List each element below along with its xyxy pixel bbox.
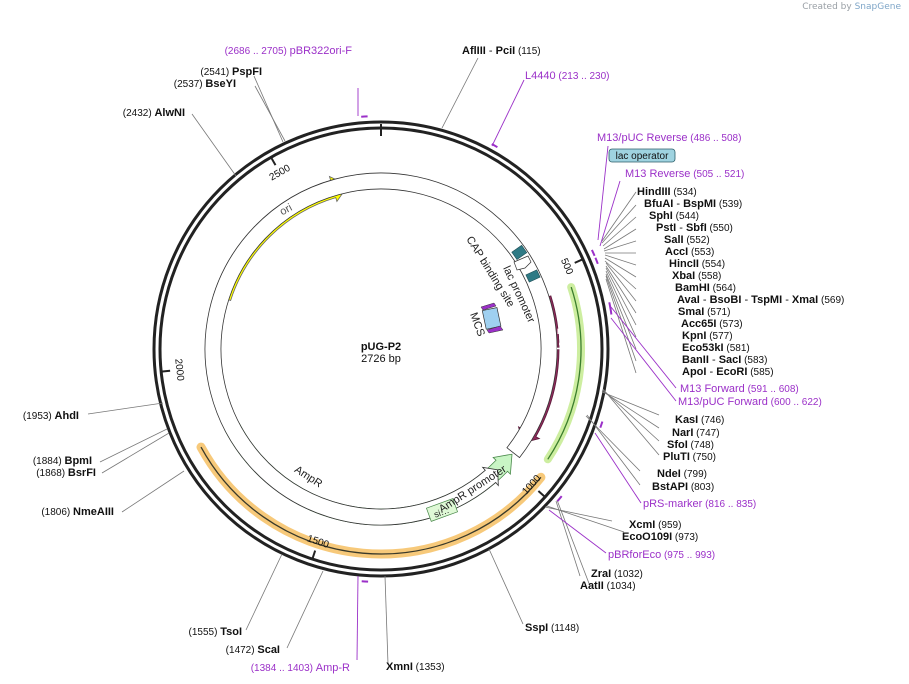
tick-mark [574,258,584,264]
enzyme-site-label[interactable]: BstAPI (803) [652,481,714,493]
enzyme-site-label[interactable]: XmnI (1353) [386,661,445,673]
enzyme-site-label[interactable]: HindIII (534) [637,186,697,198]
signal-sequence-label: si… [433,505,451,520]
snapgene-credit: Created by SnapGene [802,2,901,12]
enzyme-site-label[interactable]: AvaI - BsoBI - TspMI - XmaI (569) [677,294,844,306]
enzyme-site-label[interactable]: PstI - SbfI (550) [656,222,733,234]
enzyme-site-label[interactable]: BamHI (564) [675,282,736,294]
primer-label[interactable]: pBRforEco (975 .. 993) [608,549,715,561]
plasmid-length: 2726 bp [361,353,401,365]
primer-arrow-mcs-top [480,302,497,311]
ampr-backbone-line [200,446,542,555]
primer-label[interactable]: M13/pUC Forward (600 .. 622) [678,396,822,408]
enzyme-site-label[interactable]: SphI (544) [649,210,699,222]
enzyme-site-label[interactable]: (2432) AlwNI [123,107,185,119]
tick-label: 2000 [172,358,185,382]
enzyme-site-label[interactable]: NdeI (799) [657,468,707,480]
enzyme-site-label[interactable]: AflIII - PciI (115) [462,45,541,57]
enzyme-site-label[interactable]: (1884) BpmI [33,455,92,467]
enzyme-site-label[interactable]: SmaI (571) [678,306,730,318]
enzyme-site-label[interactable]: BanII - SacI (583) [682,354,767,366]
ori-label: ori [278,202,294,218]
enzyme-site-label[interactable]: SspI (1148) [525,622,579,634]
enzyme-site-label[interactable]: Acc65I (573) [681,318,743,330]
primer-mark-layer [361,115,613,583]
enzyme-site-label[interactable]: NarI (747) [672,427,720,439]
tick-mark [537,490,546,498]
lac-promoter-arrow[interactable] [513,255,532,271]
enzyme-site-label[interactable]: ApoI - EcoRI (585) [682,366,774,378]
primer-mark [556,495,563,502]
primer-label[interactable]: L4440 (213 .. 230) [525,70,610,82]
primer-mark [491,143,498,149]
primer-mark [590,249,596,257]
backbone [152,120,610,578]
lacz-label: lacZα [556,321,568,350]
enzyme-site-label[interactable]: XcmI (959) [629,519,681,531]
enzyme-site-label[interactable]: XbaI (558) [672,270,721,282]
enzyme-site-label[interactable]: (2537) BseYI [174,78,236,90]
label-layer: (2541) PspFI(2537) BseYI (2432) AlwNI (195… [23,45,844,674]
primer-label[interactable]: M13 Forward (591 .. 608) [680,383,799,395]
tick-label: 2500 [268,163,293,184]
credit-brand: SnapGene [854,2,901,12]
primer-mark [594,257,599,265]
lac-operator-label: lac operator [616,151,669,162]
primer-label[interactable]: M13/pUC Reverse (486 .. 508) [597,132,741,144]
ampr-promoter-label: AmpR promoter [437,463,509,516]
backbone-outer [152,120,610,578]
enzyme-site-label[interactable]: KasI (746) [675,414,724,426]
tick-mark [311,550,317,560]
tick-mark [161,369,171,373]
enzyme-site-label[interactable]: ZraI (1032) [591,568,643,580]
primer-label[interactable]: (2686 .. 2705) pBR322ori-F [225,45,353,57]
enzyme-site-label[interactable]: SfoI (748) [667,439,714,451]
credit-prefix: Created by [802,2,852,12]
leader-lines [87,57,660,665]
enzyme-site-label[interactable]: (1953) AhdI [23,410,79,422]
primer-arrow-mcs-bottom [486,325,504,334]
enzyme-site-label[interactable]: (1555) TsoI [189,626,242,638]
lacz-backbone-line [547,286,582,460]
cap-binding-site-box[interactable] [511,244,528,260]
tick-mark [270,156,277,166]
enzyme-site-label[interactable]: KpnI (577) [682,330,733,342]
enzyme-site-label[interactable]: BfuAI - BspMI (539) [644,198,742,210]
primer-mark [608,302,612,309]
enzyme-site-label[interactable]: EcoO109I (973) [622,531,698,543]
enzyme-site-label[interactable]: AatII (1034) [580,580,636,592]
lac-operator-box[interactable] [525,269,541,283]
enzyme-site-label[interactable]: AccI (553) [665,246,714,258]
enzyme-site-label[interactable]: (1472) ScaI [226,644,280,656]
enzyme-site-label[interactable]: (1806) NmeAIII [41,506,114,518]
signal-sequence-box[interactable] [426,498,458,522]
ampr-promoter-arrow[interactable] [204,172,558,526]
mcs-box[interactable] [481,307,502,330]
enzyme-site-label[interactable]: (2541) PspFI [200,66,262,78]
enzyme-site-label[interactable]: (1868) BsrFI [36,467,96,479]
primer-label[interactable]: (1384 .. 1403) Amp-R [251,662,350,674]
enzyme-site-label[interactable]: PluTI (750) [663,451,716,463]
primer-label[interactable]: M13 Reverse (505 .. 521) [625,168,744,180]
plasmid-name: pUG-P2 [361,341,401,353]
primer-label[interactable]: pRS-marker (816 .. 835) [643,498,756,510]
primer-leader-lines [356,79,677,661]
primer-mark [609,307,613,315]
enzyme-site-label[interactable]: SalI (552) [664,234,710,246]
enzyme-site-label[interactable]: Eco53kI (581) [682,342,750,354]
enzyme-site-label[interactable]: HincII (554) [669,258,725,270]
primer-mark [599,421,604,429]
lac-operator-pill[interactable] [608,148,676,163]
tick-label: 500 [558,257,575,277]
